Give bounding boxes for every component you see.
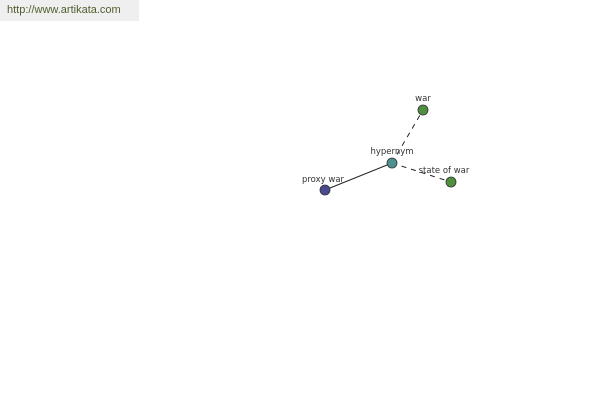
graph-nodes: [319, 104, 457, 196]
node-label-proxy-war[interactable]: proxy war: [302, 175, 345, 185]
node-war[interactable]: [417, 104, 429, 116]
node-proxy-war[interactable]: [319, 184, 331, 196]
graph-edges: [324, 109, 452, 191]
node-label-hypernym[interactable]: hypernym: [370, 147, 413, 157]
graph-labels: hypernym war state of war proxy war: [302, 94, 470, 185]
node-state-of-war[interactable]: [445, 176, 457, 188]
site-url-text: http://www.artikata.com: [7, 4, 121, 16]
edge-hypernym-to-war: [391, 109, 424, 164]
edge-hypernym-to-state-of-war: [391, 162, 452, 183]
edge-hypernym-to-proxy-war: [324, 162, 393, 191]
site-url-banner[interactable]: http://www.artikata.com: [0, 0, 139, 21]
node-label-state-of-war[interactable]: state of war: [419, 166, 470, 176]
node-hypernym[interactable]: [386, 157, 398, 169]
node-label-war[interactable]: war: [415, 94, 431, 104]
